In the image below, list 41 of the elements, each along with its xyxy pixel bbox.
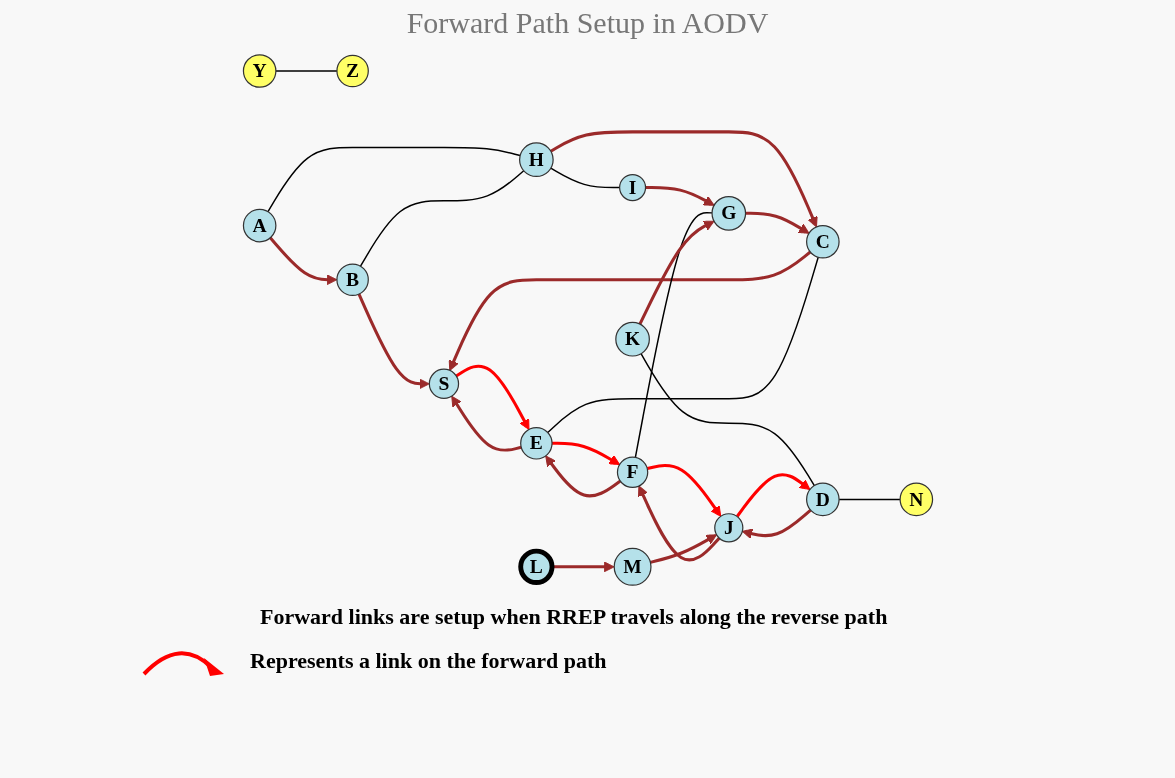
arrow: [268, 236, 337, 286]
node-circle: F: [616, 456, 648, 488]
arrow: [735, 473, 810, 518]
arrow: [551, 441, 620, 466]
connector: [266, 146, 521, 213]
node-circle: M: [613, 547, 652, 586]
arrow: [741, 508, 812, 539]
connector: [359, 169, 524, 267]
node-circle: H: [518, 142, 554, 178]
connector: [546, 256, 819, 434]
node-circle: G: [710, 195, 746, 231]
arrow: [549, 130, 818, 228]
arrow: [645, 186, 715, 206]
arrow: [638, 220, 714, 325]
node-circle: C: [805, 224, 840, 259]
node-circle: B: [335, 263, 369, 297]
slide-title: Forward Path Setup in AODV: [405, 6, 770, 40]
arrow: [448, 250, 811, 371]
node-circle: I: [618, 174, 646, 202]
arrow: [544, 455, 621, 498]
arrow: [646, 463, 721, 517]
connector: [549, 167, 620, 189]
node-circle: D: [805, 482, 840, 517]
node-circle: Z: [335, 54, 369, 88]
node-circle: E: [519, 427, 553, 460]
node-circle: J: [713, 513, 743, 543]
note-text: Forward links are setup when RREP travels along the reverse path: [260, 604, 889, 630]
arrow: [454, 364, 529, 430]
node-circle: K: [614, 321, 650, 357]
legend-text: Represents a link on the forward path: [250, 648, 607, 674]
node-circle: L: [517, 548, 554, 585]
arrow: [450, 395, 522, 452]
node-circle: Y: [242, 54, 276, 88]
node-circle: S: [428, 368, 459, 400]
arrow: [649, 534, 717, 564]
node-circle: N: [899, 482, 933, 517]
node-circle: A: [242, 208, 276, 243]
arrow: [637, 485, 720, 562]
arrow: [745, 211, 809, 234]
connector: [634, 211, 713, 459]
connector: [639, 353, 815, 487]
